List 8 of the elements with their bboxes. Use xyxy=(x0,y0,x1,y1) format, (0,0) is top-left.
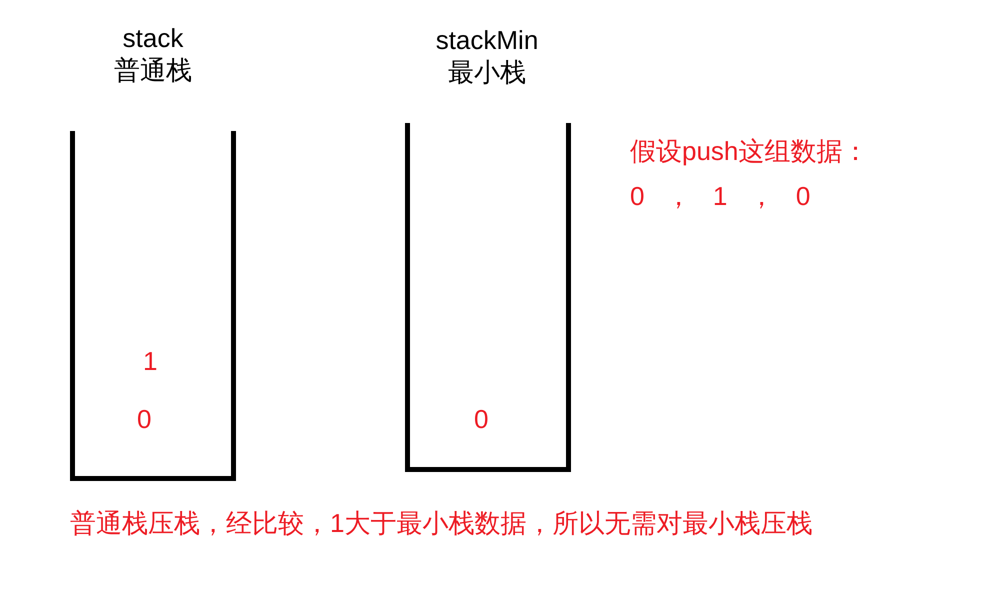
stack-value: 0 xyxy=(474,403,488,435)
stack-heading: stack 普通栈 xyxy=(113,22,193,86)
stack-value: 1 xyxy=(143,345,158,377)
stack-value: 0 xyxy=(137,403,152,435)
note-text: 假设push这组数据： xyxy=(630,135,868,167)
caption-text: 普通栈压栈，经比较，1大于最小栈数据，所以无需对最小栈压栈 xyxy=(70,507,812,539)
data-sequence: 0 ， 1 ， 0 xyxy=(630,180,810,212)
stack-heading: stackMin 最小栈 xyxy=(434,24,540,88)
